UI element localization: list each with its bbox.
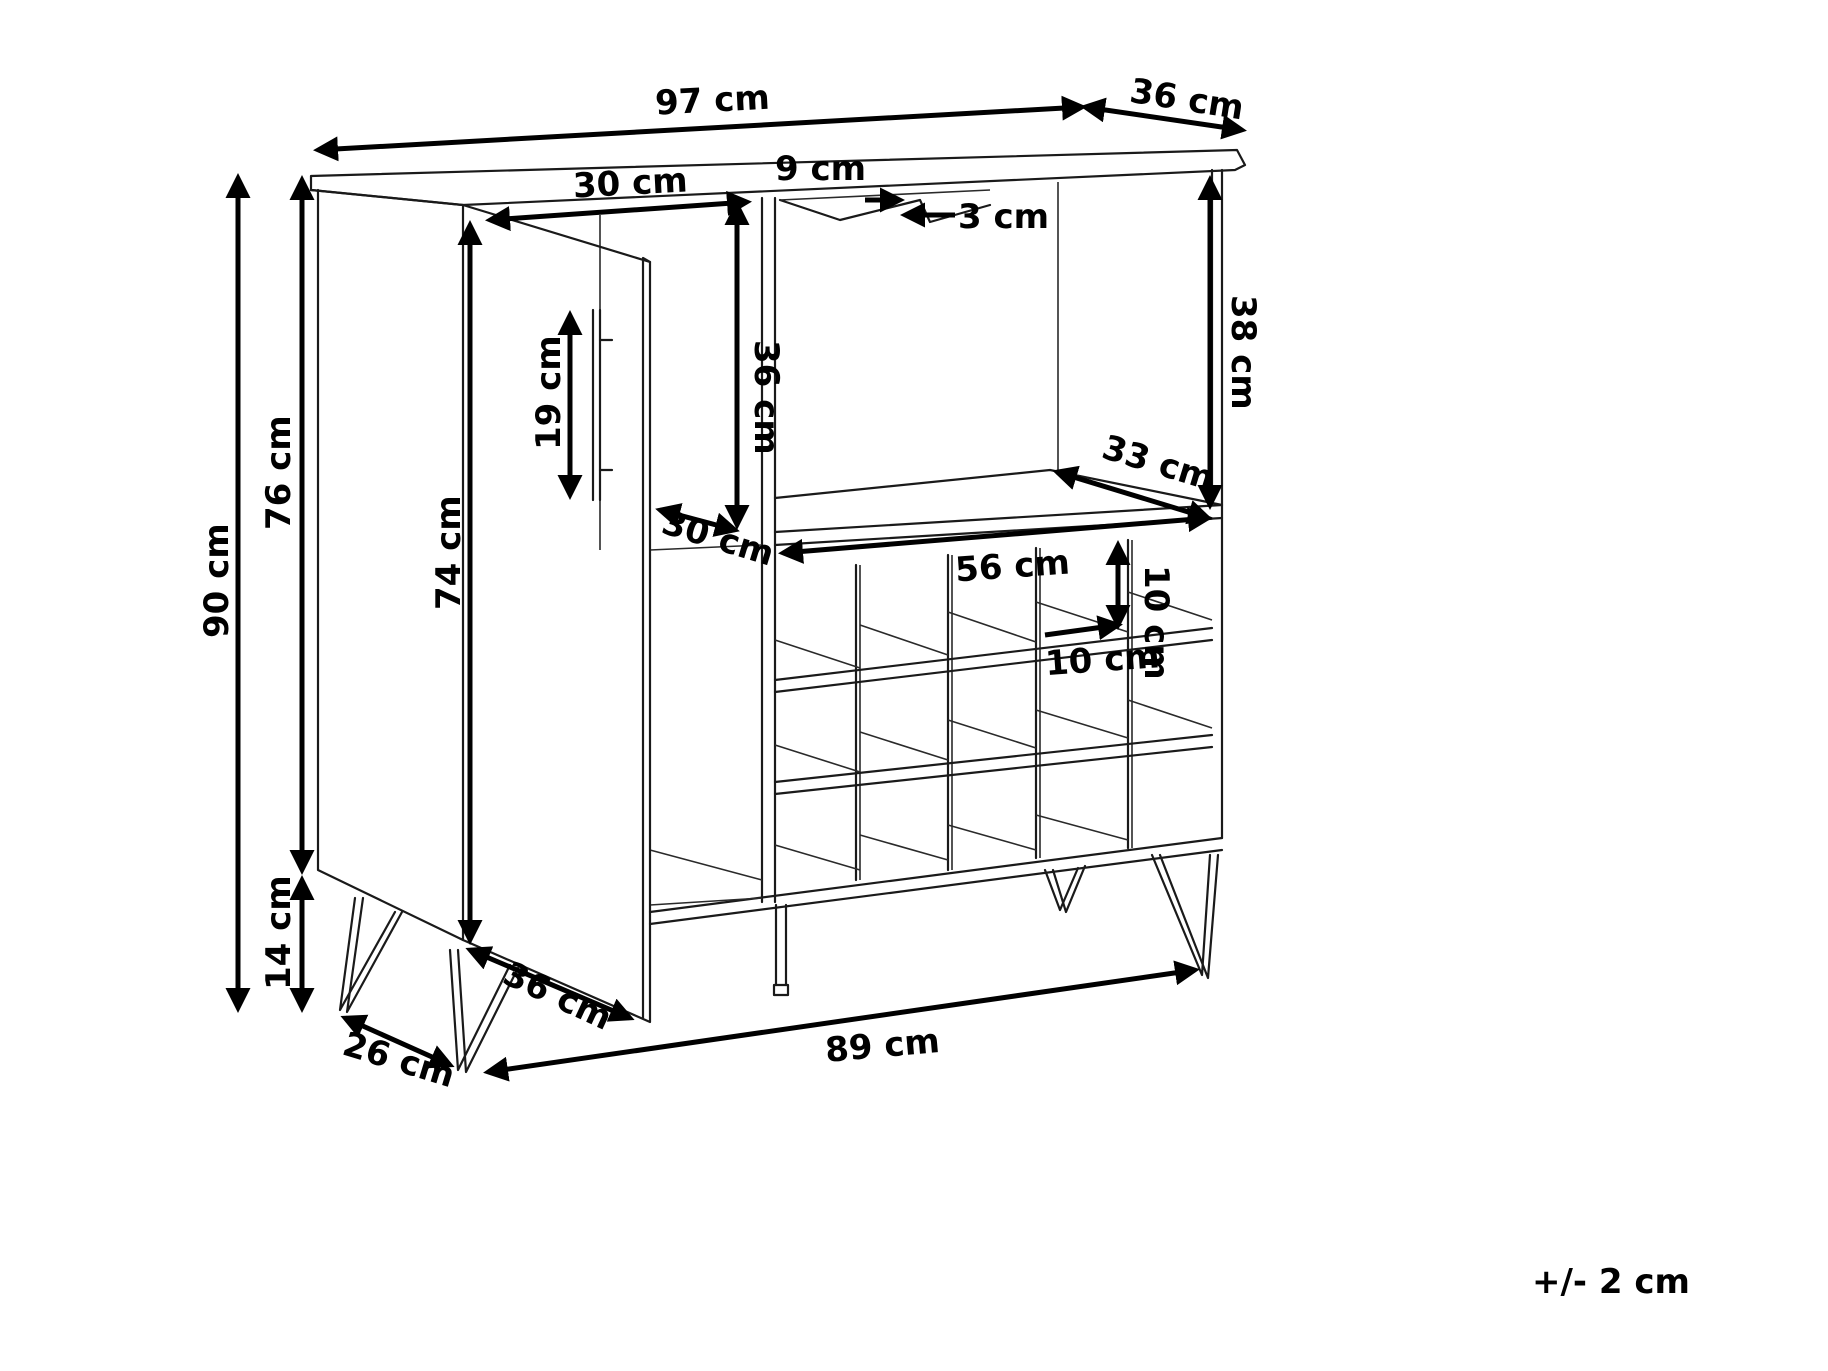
arrow-total-width bbox=[313, 95, 1087, 162]
arrow-door-interior-depth bbox=[655, 503, 740, 537]
label-leg-span: 89 cm bbox=[824, 1021, 942, 1071]
label-door-interior-depth: 30 cm bbox=[657, 503, 778, 575]
label-total-height: 90 cm bbox=[197, 523, 237, 638]
label-rack-depth: 3 cm bbox=[958, 197, 1049, 237]
label-rack-width: 9 cm bbox=[775, 149, 866, 189]
label-total-width: 97 cm bbox=[654, 78, 771, 124]
label-body-height: 76 cm bbox=[259, 415, 299, 530]
label-handle-length: 19 cm bbox=[529, 335, 569, 450]
label-depth: 36 cm bbox=[1127, 71, 1247, 128]
label-side-depth: 36 cm bbox=[497, 954, 618, 1039]
arrow-bottle-cell-width bbox=[1044, 615, 1123, 641]
cabinet-outline bbox=[309, 148, 1247, 1074]
label-door-interior-height: 36 cm bbox=[746, 340, 786, 455]
tolerance-note: +/- 2 cm bbox=[1532, 1262, 1690, 1302]
label-leg-depth: 26 cm bbox=[338, 1024, 459, 1096]
label-bottle-cell-width: 10 cm bbox=[1044, 636, 1161, 684]
arrow-depth bbox=[1080, 97, 1247, 140]
arrow-door-width bbox=[485, 190, 752, 232]
arrow-leg-depth bbox=[340, 1014, 455, 1069]
label-door-height: 74 cm bbox=[429, 495, 469, 610]
label-bottle-cell-height: 10 cm bbox=[1136, 565, 1176, 680]
arrow-wine-section-width bbox=[778, 507, 1213, 564]
arrow-leg-span bbox=[483, 960, 1200, 1082]
label-open-compartment-height: 38 cm bbox=[1223, 295, 1263, 410]
label-leg-height: 14 cm bbox=[259, 875, 299, 990]
dimension-arrows bbox=[225, 95, 1247, 1082]
label-wine-section-width: 56 cm bbox=[954, 543, 1071, 591]
label-door-width: 30 cm bbox=[572, 160, 689, 206]
